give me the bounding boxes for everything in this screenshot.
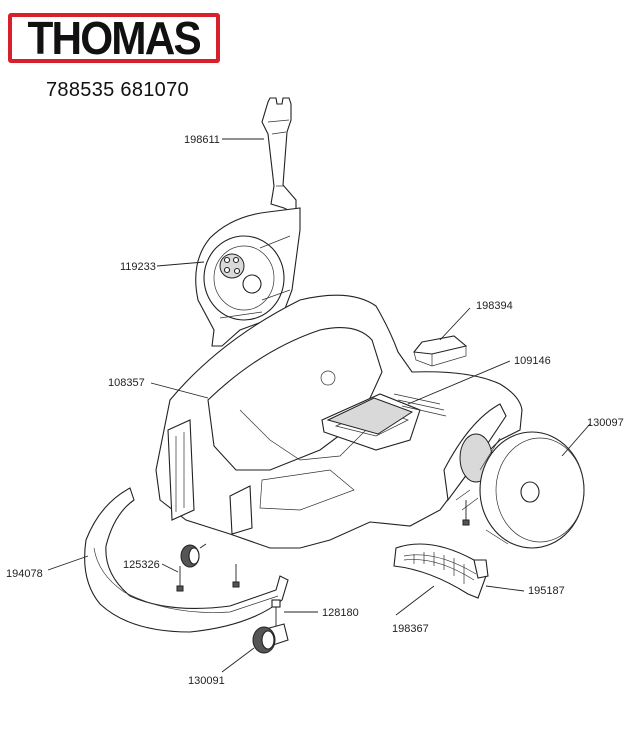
callout-195187: 195187 (528, 585, 565, 597)
callout-130091: 130091 (188, 675, 225, 687)
callout-198611: 198611 (184, 134, 220, 146)
model-numbers: 788535 681070 (46, 79, 189, 101)
part-195187-grille (393, 543, 489, 599)
part-198611-bracket (261, 97, 297, 215)
callout-198394: 198394 (476, 300, 513, 312)
callout-108357: 108357 (108, 377, 145, 389)
screw-wheel (462, 500, 470, 526)
callout-198367: 198367 (392, 623, 429, 635)
callout-130097: 130097 (587, 417, 624, 429)
callout-128180: 128180 (322, 607, 359, 619)
part-198394-cover-plate (412, 335, 468, 367)
part-130097-wheel (479, 431, 585, 549)
part-130091-caster-wheel (252, 623, 289, 654)
part-119233-motor-unit (195, 207, 301, 347)
part-194078-bumper (84, 487, 289, 633)
callout-125326: 125326 (123, 559, 160, 571)
part-109146-filter (326, 397, 414, 435)
callout-119233: 119233 (120, 261, 156, 273)
leader-lines (47, 138, 591, 673)
callout-194078: 194078 (6, 568, 43, 580)
brand-logo: THOMAS (8, 13, 220, 63)
part-128180-caster-pin (271, 599, 281, 628)
front-caster (180, 543, 207, 568)
callout-109146: 109146 (514, 355, 551, 367)
brand-logo-text: THOMAS (27, 12, 202, 64)
part-125326-screws (176, 564, 240, 592)
